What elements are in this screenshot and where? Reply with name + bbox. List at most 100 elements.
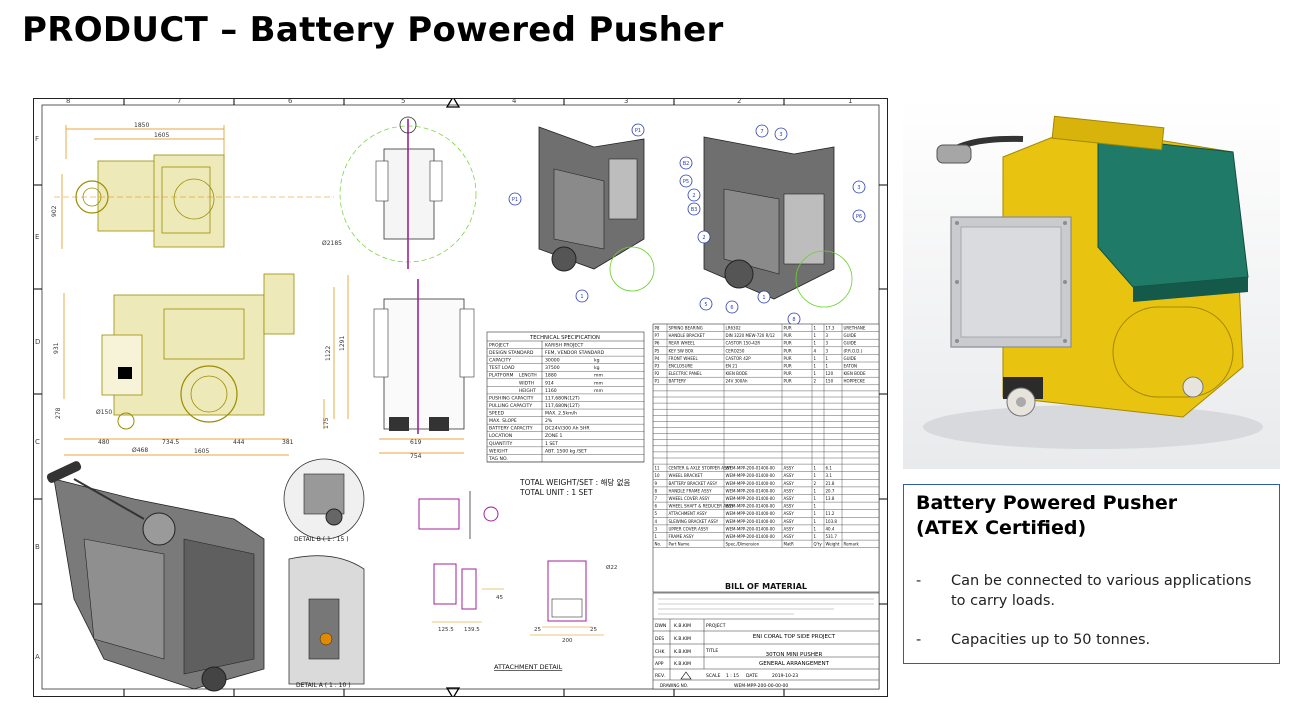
bom-cell: 6.1 <box>826 466 833 471</box>
tb-title-2: GENERAL ARRANGEMENT <box>759 661 830 667</box>
top-view: 1850 1605 902 <box>51 122 334 249</box>
balloon-label: 7 <box>760 129 763 135</box>
bom-cell: 9 <box>655 481 658 486</box>
bom-cell: HANDLE FRAME ASSY <box>669 488 713 493</box>
bom-cell: KEY SW BOX <box>669 348 694 353</box>
bom-cell: GUIDE <box>844 356 857 361</box>
bom-cell: ASSY <box>784 473 795 478</box>
bom-cell: ASSY <box>784 481 795 486</box>
bom-cell: 4 <box>814 348 817 353</box>
bom-cell: WEM-MPP-200-01400-00 <box>726 496 776 501</box>
bom-cell: 1 <box>814 488 817 493</box>
bom-cell: 17.3 <box>826 326 835 331</box>
bom-cell: SPRING BEARING <box>669 326 703 331</box>
bom-cell: 1 <box>814 496 817 501</box>
bom-cell: P2 <box>655 371 660 376</box>
total-weight: TOTAL WEIGHT/SET : 해당 없음 <box>519 477 631 487</box>
col-label: 8 <box>66 99 70 105</box>
bom-cell: UPPER COVER ASSY <box>669 526 709 531</box>
bom-cell: FRONT WHEEL <box>669 356 699 361</box>
bom-cell: PUR <box>784 341 792 346</box>
bom-cell: 1 <box>814 504 817 509</box>
bom-cell: 3.1 <box>826 473 833 478</box>
rear-view: 619 754 <box>373 279 475 460</box>
bom-cell: PUR <box>784 333 792 338</box>
spec-sub-label: WIDTH <box>519 380 534 386</box>
bom-cell: 1 <box>814 364 817 369</box>
row-label: F <box>35 135 39 143</box>
balloon-label: 1 <box>580 294 583 300</box>
bom-cell: 3 <box>826 341 829 346</box>
bom-cell: 1 <box>814 333 817 338</box>
bom-cell: CERO250 <box>726 348 745 353</box>
spec-value: 37500 <box>545 365 560 371</box>
bom-cell: PUR <box>784 364 792 369</box>
dim-text: Ø22 <box>606 564 617 571</box>
bom-cell: 1 <box>814 473 817 478</box>
feature-text: Capacities up to 50 tonnes. <box>951 632 1151 648</box>
side-view: 931 1122 1291 480 734.5 444 381 1605 278… <box>53 273 349 456</box>
detail-b-label: DETAIL B ( 1 : 15 ) <box>294 536 349 543</box>
bom-cell: 11 <box>655 466 661 471</box>
spec-unit: mm <box>594 381 603 386</box>
bom-cell: EN 21 <box>726 364 738 369</box>
tb-label: DATE <box>746 673 758 679</box>
tb-label: DES <box>655 636 664 642</box>
tb-value: K.B.KIM <box>674 636 691 642</box>
spec-label: WEIGHT <box>489 448 508 454</box>
tb-value: K.B.KIM <box>674 649 691 655</box>
bom-cell: WEM-MPP-200-01400-00 <box>726 519 776 524</box>
dim-text: 200 <box>562 638 573 644</box>
description-box: Battery Powered Pusher (ATEX Certified) … <box>903 484 1280 664</box>
spec-value: FEM, VENDOR STANDARD <box>545 350 604 356</box>
tb-label: DWN <box>655 623 666 629</box>
bom-cell: ASSY <box>784 511 795 516</box>
spec-value: 2% <box>545 418 553 424</box>
col-label: 6 <box>288 99 293 105</box>
total-unit: TOTAL UNIT : 1 SET <box>519 488 593 497</box>
row-label: A <box>35 653 40 661</box>
iso-view-large <box>46 461 265 692</box>
bom-cell: SLEWING BRACKET ASSY <box>669 519 719 524</box>
bom-cell: P7 <box>655 333 660 338</box>
balloon-label: P6 <box>856 214 862 220</box>
balloon-label: 8 <box>792 317 795 323</box>
bom-cell: KIEN BODE <box>726 371 748 376</box>
bom-cell: P8 <box>655 326 660 331</box>
slide-title: PRODUCT – Battery Powered Pusher <box>22 10 724 50</box>
bom-cell: 8 <box>655 488 658 493</box>
spec-value: 117,680N(12T) <box>545 403 580 409</box>
col-label: 2 <box>737 99 741 105</box>
tb-label: TITLE <box>705 648 718 654</box>
bom-cell: FRAME ASSY <box>669 534 695 539</box>
bom-cell: WEM-MPP-200-01400-00 <box>726 466 776 471</box>
spec-label: DESIGN STANDARD <box>489 350 534 356</box>
dim-text: 1605 <box>154 132 169 139</box>
balloon-label: 1 <box>762 295 765 301</box>
spec-label: MAX. SLOPE <box>489 418 517 424</box>
bom-cell: WEM-MPP-200-01400-00 <box>726 504 776 509</box>
bom-cell: 1 <box>826 364 829 369</box>
bom-cell: WHEEL BRACKET <box>669 473 703 478</box>
spec-value: MAX. 2.5km/h <box>545 411 577 417</box>
bom-cell: GUIDE <box>844 341 857 346</box>
bom-cell: ATTACHMENT ASSY <box>669 511 708 516</box>
bom-cell: WEM-MPP-200-01400-00 <box>726 534 776 539</box>
balloon-label: B2 <box>683 161 690 167</box>
spec-label: PUSHING CAPACITY <box>489 395 534 401</box>
attachment-detail: 125.5 139.5 200 25 25 45 Ø22 ATTACHMENT … <box>418 491 617 671</box>
balloon-label: 6 <box>730 305 733 311</box>
spec-label: TEST LOAD <box>488 365 515 371</box>
tb-label: REV. <box>655 673 665 679</box>
balloon-label: B3 <box>691 207 698 213</box>
spec-unit: mm <box>594 389 603 394</box>
bom-cell: URETHANE <box>844 326 866 331</box>
bom-cell: (P.R.O.D.) <box>844 348 863 353</box>
bom-cell: 7 <box>655 496 658 501</box>
row-label: B <box>35 543 40 551</box>
dash-bullet-icon: - <box>916 632 922 648</box>
tb-value: 2019-10-23 <box>772 673 798 679</box>
bom-cell: 1 <box>814 326 817 331</box>
dim-text: 902 <box>51 205 58 217</box>
